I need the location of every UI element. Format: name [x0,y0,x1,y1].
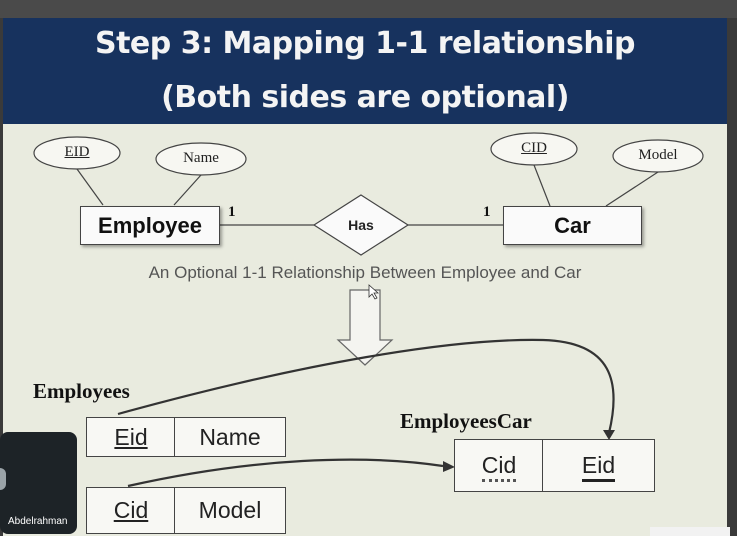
employeescar-col-cid: Cid [454,439,544,492]
employees-col-eid: Eid [86,417,176,457]
slide-header: Step 3: Mapping 1-1 relationship (Both s… [3,18,727,124]
cars-col-cid-label: Cid [113,497,149,523]
attribute-eid-label: EID [64,144,90,160]
diagram-lines [33,132,704,488]
fk-arrow-eid [117,338,615,434]
fk-arrow-cid [127,458,444,488]
slide: Step 3: Mapping 1-1 relationship (Both s… [3,18,727,536]
slide-title-line-1: Step 3: Mapping 1-1 relationship [94,26,636,61]
employeescar-col-cid-label: Cid [481,452,517,482]
cardinality-left: 1 [228,204,236,220]
employees-col-eid-label: Eid [114,424,148,450]
employeescar-col-eid-label: Eid [581,452,616,482]
cars-col-cid: Cid [86,487,176,534]
window-top-strip [0,0,737,18]
table-employees-title: Employees [33,379,130,403]
mouse-cursor-icon [368,284,380,300]
relationship-label: Has [348,217,374,233]
participant-video-tile[interactable] [0,432,77,534]
relationship-diamond [312,194,410,256]
employeescar-col-eid: Eid [542,439,655,492]
down-arrow-icon [336,289,394,366]
entity-car: Car [503,206,642,245]
cardinality-right: 1 [483,204,491,220]
diagram-caption: An Optional 1-1 Relationship Between Emp… [148,263,582,282]
participant-avatar-icon [0,468,6,490]
employees-col-name: Name [174,417,286,457]
bottom-right-bar [650,527,730,536]
slide-title-line-2: (Both sides are optional) [161,80,569,115]
cars-col-model: Model [174,487,286,534]
entity-employee: Employee [80,206,220,245]
participant-name: Abdelrahman [8,516,68,527]
table-employeescar-title: EmployeesCar [400,409,532,433]
attribute-cid-label: CID [521,140,547,156]
attribute-name-label: Name [183,150,219,166]
attribute-model-label: Model [638,147,678,163]
